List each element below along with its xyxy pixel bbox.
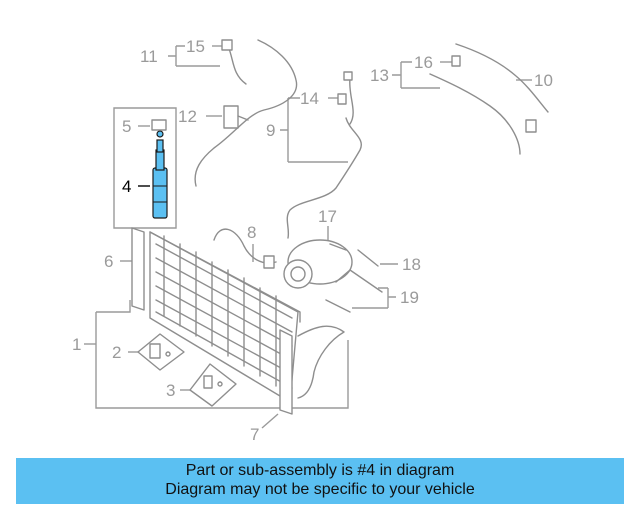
bolt-18 [357, 249, 379, 267]
leader-19 [352, 287, 396, 309]
callout-8: 8 [247, 223, 256, 242]
receiver-box [113, 107, 177, 229]
banner-line-1: Part or sub-assembly is #4 in diagram [185, 462, 455, 479]
condenser-group-box [95, 300, 349, 409]
line-9 [286, 117, 362, 239]
callout-5: 5 [122, 117, 131, 136]
fitting-16 [451, 55, 461, 67]
side-bracket-7 [279, 329, 293, 415]
callout-13: 13 [370, 66, 389, 85]
callout-19: 19 [400, 288, 419, 307]
parts-diagram: 1 2 3 4 5 6 7 8 9 10 11 12 13 14 15 16 1… [72, 37, 553, 444]
callout-4: 4 [122, 177, 131, 196]
line-13 [429, 73, 521, 155]
info-banner: Part or sub-assembly is #4 in diagram Di… [16, 458, 624, 504]
leader-11 [168, 45, 220, 67]
callout-15: 15 [186, 37, 205, 56]
line-11 [194, 39, 298, 187]
condenser [149, 231, 301, 403]
callout-7: 7 [250, 425, 259, 444]
compressor [283, 239, 353, 289]
hose-8-fitting [263, 255, 275, 269]
leader-7 [261, 413, 279, 429]
callout-18: 18 [402, 255, 421, 274]
part-2-bracket [137, 333, 185, 371]
line-10 [455, 43, 549, 113]
callout-17: 17 [318, 207, 337, 226]
callout-1: 1 [72, 335, 81, 354]
leader-9 [280, 97, 348, 163]
callout-6: 6 [104, 252, 113, 271]
side-bracket-6 [131, 227, 145, 311]
callout-11: 11 [140, 47, 158, 66]
fitting-15 [221, 39, 233, 51]
air-guide [297, 325, 345, 399]
receiver-drier-part-4[interactable] [152, 130, 168, 219]
line-11b [227, 45, 247, 85]
bolt-19b [325, 299, 351, 313]
fitting-10 [525, 119, 537, 133]
leader-13 [392, 61, 440, 89]
line-9b [349, 77, 354, 125]
part-12 [223, 105, 249, 129]
callout-3: 3 [166, 381, 175, 400]
callout-9: 9 [266, 121, 275, 140]
fitting-14 [337, 93, 347, 105]
callout-16: 16 [414, 53, 433, 72]
callout-14: 14 [300, 89, 319, 108]
fitting-14b [343, 71, 353, 81]
banner-line-2: Diagram may not be specific to your vehi… [165, 481, 475, 498]
bolt-19a [349, 269, 383, 293]
callout-2: 2 [112, 343, 121, 362]
callout-12: 12 [178, 107, 197, 126]
cap-part-5 [151, 119, 167, 131]
part-3-bracket [189, 363, 237, 407]
callout-10: 10 [534, 71, 553, 90]
